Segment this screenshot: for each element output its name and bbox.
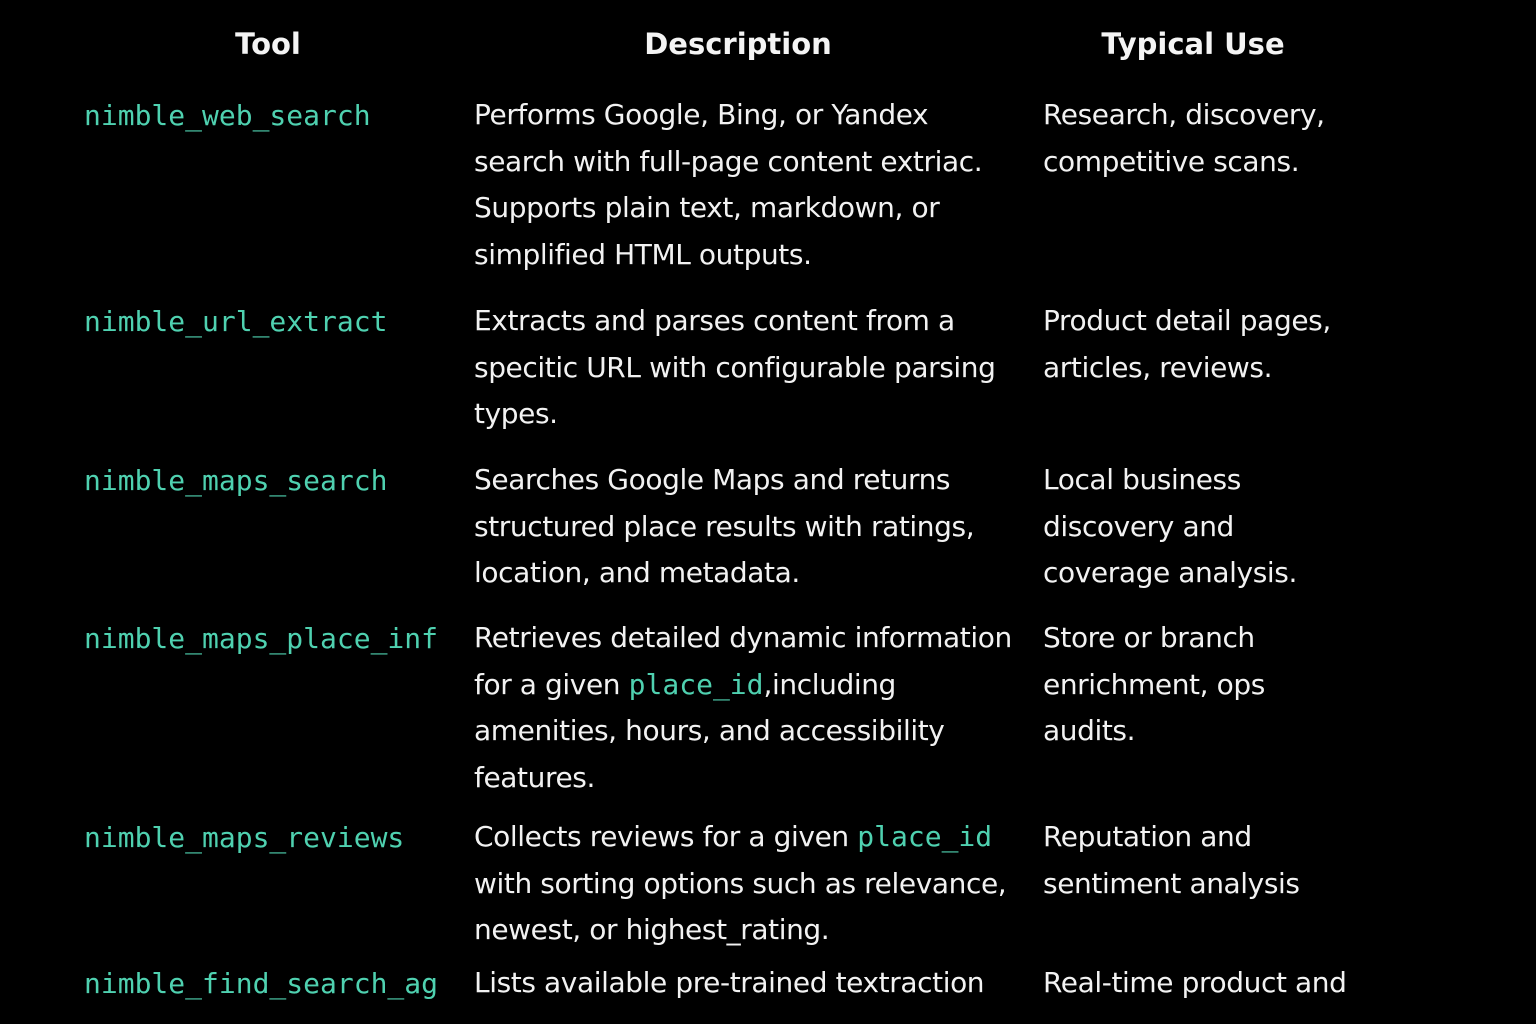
inline-code: place_id (857, 820, 993, 853)
tool-name: nimble_url_extract (84, 305, 388, 338)
description-line: features. (474, 760, 595, 794)
typical-use-line: Store or branch (1043, 621, 1255, 654)
description-line: newest, or highest_rating. (474, 913, 830, 946)
tool-name: nimble_maps_place_inf (84, 622, 439, 655)
description-line: Searches Google Maps and returns (474, 463, 951, 496)
typical-use-line: enrichment, ops (1043, 667, 1265, 701)
description-line: location, and metadata. (474, 556, 800, 589)
tool-description: Lists available pre-trained textraction (474, 960, 1030, 1007)
description-line: specitic URL with configurable parsing (474, 350, 996, 384)
description-line: amenities, hours, and accessibility (474, 714, 945, 747)
tool-name: nimble_web_search (84, 99, 371, 132)
column-header-typical-use: Typical Use (1101, 27, 1285, 61)
typical-use-line: articles, reviews. (1043, 350, 1273, 384)
description-line: with sorting options such as relevance, (474, 866, 1007, 900)
typical-use-line: Local business (1043, 463, 1241, 496)
typical-use: Reputation and sentiment analysis (1043, 814, 1503, 907)
typical-use-line: Product detail pages, (1043, 304, 1331, 337)
description-text: ,including (763, 667, 897, 701)
description-line: Collects reviews for a given place_id (474, 814, 1030, 861)
description-line: Retrieves detailed dynamic information (474, 621, 1012, 654)
typical-use-line: Real-time product and (1043, 966, 1347, 999)
typical-use: Product detail pages, articles, reviews. (1043, 298, 1503, 391)
typical-use-line: Reputation and (1043, 820, 1252, 853)
description-line: search with full-page content extriac. (474, 144, 983, 178)
typical-use: Real-time product and (1043, 960, 1503, 1007)
typical-use: Local business discovery and coverage anal… (1043, 457, 1503, 597)
tool-name: nimble_maps_reviews (84, 821, 405, 854)
description-line: simplified HTML outputs. (474, 237, 812, 271)
tool-description: Performs Google, Bing, or Yandex search w… (474, 92, 1030, 278)
description-text: Collects reviews for a given (474, 820, 858, 853)
typical-use-line: audits. (1043, 714, 1136, 747)
description-text: for a given (474, 667, 629, 701)
tool-description: Extracts and parses content from a specit… (474, 298, 1030, 438)
typical-use-line: discovery and (1043, 509, 1234, 543)
description-line: Supports plain text, markdown, or (474, 191, 940, 224)
typical-use: Research, discovery, competitive scans. (1043, 92, 1503, 185)
typical-use: Store or branch enrichment, ops audits. (1043, 615, 1503, 755)
description-line: Extracts and parses content from a (474, 304, 955, 337)
typical-use-line: coverage analysis. (1043, 556, 1297, 589)
description-line: structured place results with ratings, (474, 509, 975, 543)
description-line: Performs Google, Bing, or Yandex (474, 98, 929, 131)
inline-code: place_id (628, 667, 764, 701)
typical-use-line: competitive scans. (1043, 144, 1300, 178)
typical-use-line: sentiment analysis (1043, 866, 1300, 900)
typical-use-line: Research, discovery, (1043, 98, 1325, 131)
column-header-description: Description (644, 27, 832, 61)
description-line: types. (474, 397, 558, 430)
description-line: Lists available pre-trained textraction (474, 966, 985, 999)
tool-name: nimble_maps_search (84, 464, 388, 497)
description-line: for a given place_id,including (474, 662, 1030, 709)
tool-description: Searches Google Maps and returns structur… (474, 457, 1030, 597)
tool-name: nimble_find_search_ag (84, 967, 439, 1000)
tool-description: Retrieves detailed dynamic information fo… (474, 615, 1030, 801)
column-header-tool: Tool (235, 27, 301, 61)
